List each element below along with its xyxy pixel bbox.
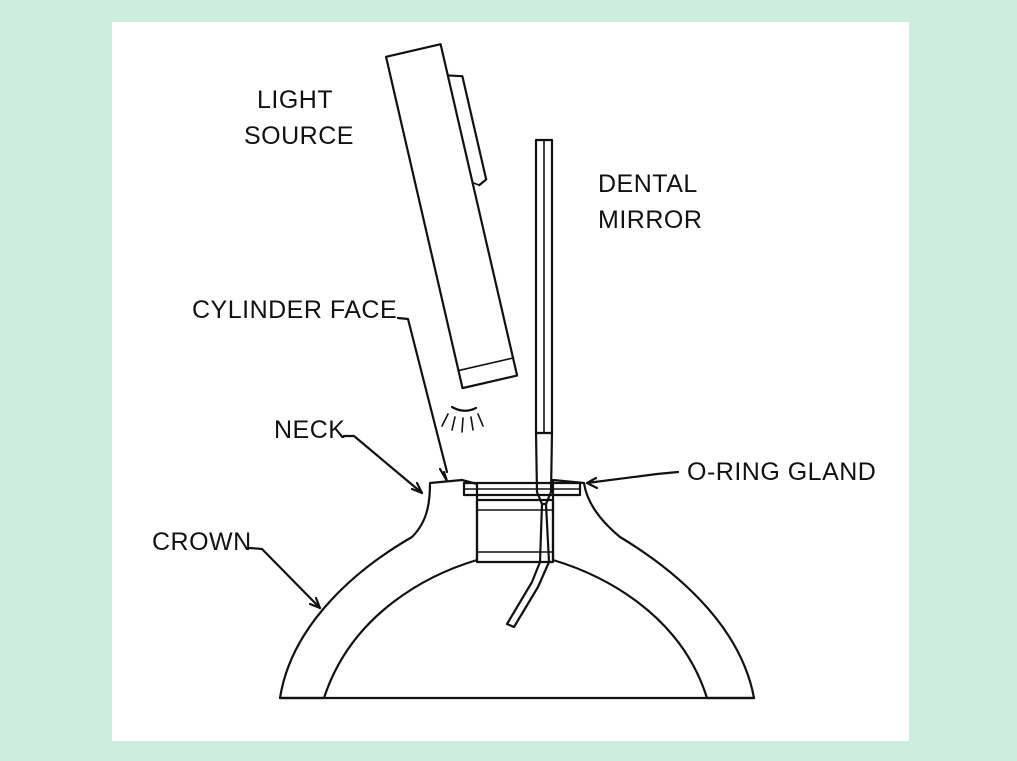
label-light-source-line2: SOURCE: [244, 122, 354, 150]
label-neck: NECK: [274, 416, 345, 444]
penlight: [384, 43, 519, 390]
label-o-ring-gland: O-RING GLAND: [687, 458, 876, 486]
cylinder-crown-section: [278, 478, 756, 700]
label-light-source-line1: LIGHT: [257, 86, 333, 114]
o-ring-gland-groove: [462, 481, 582, 497]
leader-lines: [248, 316, 680, 610]
label-crown: CROWN: [152, 528, 252, 556]
label-dental-mirror-line1: DENTAL: [598, 170, 698, 198]
diagram-panel: LIGHT SOURCE DENTAL MIRROR CYLINDER FACE…: [112, 22, 909, 741]
label-dental-mirror-line2: MIRROR: [598, 206, 702, 234]
dental-mirror: [505, 138, 554, 629]
label-cylinder-face: CYLINDER FACE: [192, 296, 397, 324]
cylinder-inspection-diagram: LIGHT SOURCE DENTAL MIRROR CYLINDER FACE…: [152, 43, 876, 700]
light-rays-icon: [441, 405, 484, 433]
